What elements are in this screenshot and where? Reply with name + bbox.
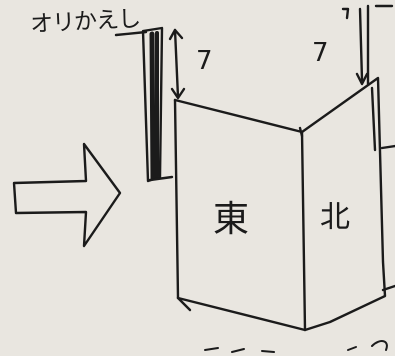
dimension-label-right: 7 [312, 38, 329, 68]
corner-details [173, 86, 395, 312]
east-wall-label: 東 [213, 199, 250, 240]
dimension-arrow-right [341, 4, 394, 86]
north-wall-label: 北 [320, 200, 350, 235]
folded-flange [114, 26, 174, 183]
dimension-arrow-left [168, 28, 186, 100]
bottom-scribbles [204, 340, 388, 353]
east-wall-panel [173, 98, 307, 332]
direction-arrow [12, 142, 122, 248]
folded-edge-label: オリかえし [29, 6, 141, 38]
dimension-label-left: 7 [196, 46, 213, 76]
north-wall-panel [300, 76, 387, 332]
